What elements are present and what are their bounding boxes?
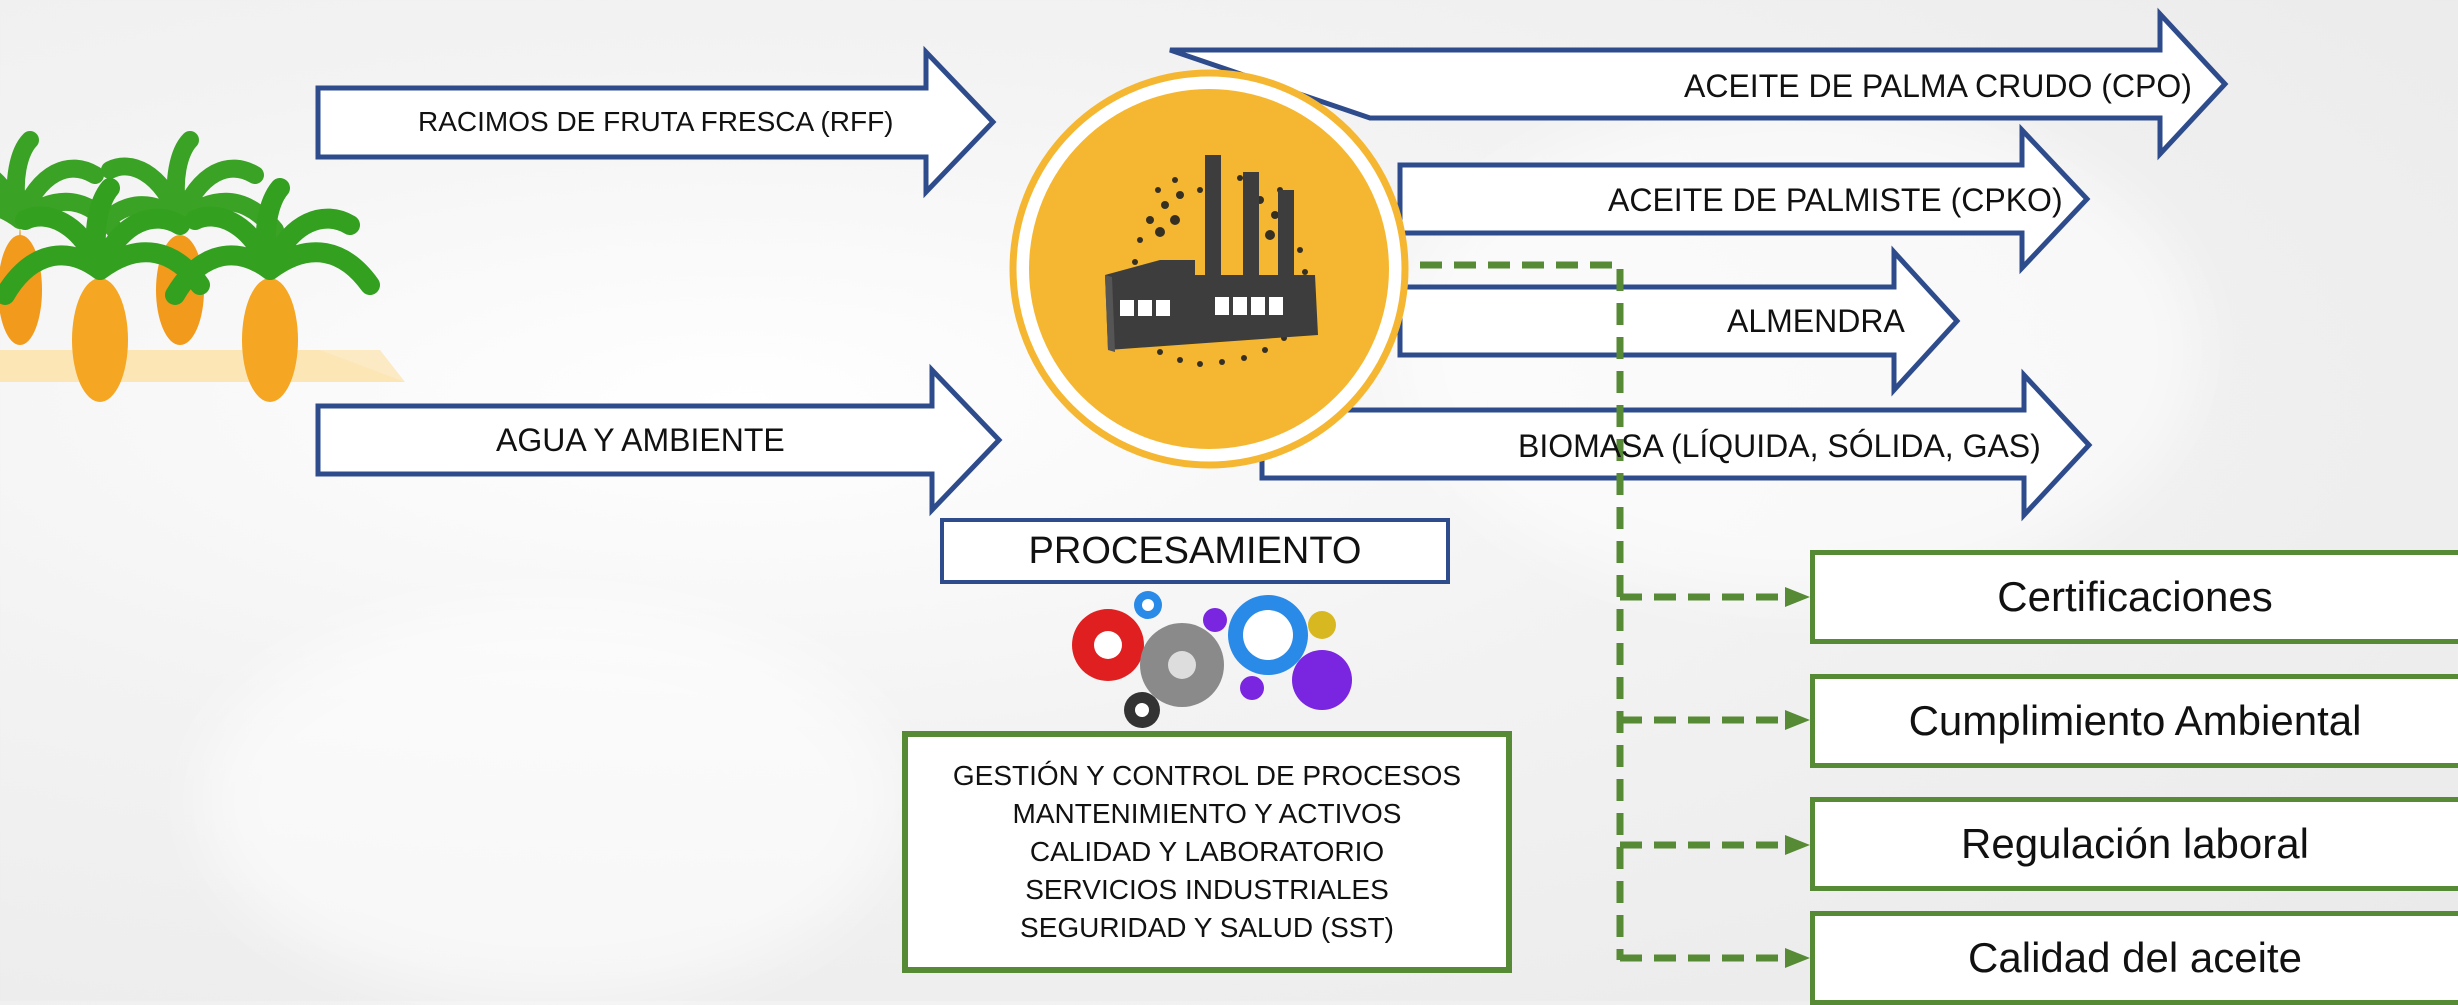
factory-icon (1105, 155, 1318, 352)
input-arrow-agua (315, 363, 1003, 517)
output-arrow-cpko (1397, 123, 2091, 275)
compliance-box-ambiental: Cumplimiento Ambiental (1810, 674, 2458, 768)
dashed-connectors (1420, 261, 1785, 962)
output-arrow-almendra (1397, 245, 1961, 397)
compliance-label: Regulación laboral (1961, 820, 2309, 867)
input-label-rff: RACIMOS DE FRUTA FRESCA (RFF) (418, 106, 894, 137)
compliance-box-laboral: Regulación laboral (1810, 797, 2458, 891)
output-arrow-biomasa (1259, 368, 2093, 522)
input-arrow-rff (315, 45, 997, 199)
output-label-almendra: ALMENDRA (1727, 303, 1905, 339)
compliance-label: Cumplimiento Ambiental (1908, 697, 2362, 744)
output-arrow-cpo (1169, 7, 2229, 161)
area-item: CALIDAD Y LABORATORIO (1029, 836, 1385, 867)
compliance-box-certificaciones: Certificaciones (1810, 550, 2458, 644)
area-item: MANTENIMIENTO Y ACTIVOS (1012, 798, 1402, 829)
compliance-label: Calidad del aceite (1968, 934, 2302, 981)
output-label-biomasa: BIOMASA (LÍQUIDA, SÓLIDA, GAS) (1518, 428, 2041, 464)
compliance-label: Certificaciones (1997, 573, 2273, 620)
processing-label: PROCESAMIENTO (1028, 529, 1362, 572)
compliance-box-calidad: Calidad del aceite (1810, 911, 2458, 1005)
area-item: SEGURIDAD Y SALUD (SST) (1020, 912, 1394, 943)
area-item: SERVICIOS INDUSTRIALES (1025, 874, 1389, 905)
processing-label-box: PROCESAMIENTO (940, 518, 1450, 584)
output-label-cpo: ACEITE DE PALMA CRUDO (CPO) (1684, 68, 2192, 104)
area-item: GESTIÓN Y CONTROL DE PROCESOS (952, 760, 1462, 791)
input-label-agua: AGUA Y AMBIENTE (496, 422, 785, 458)
palm-plantation-illustration (0, 131, 405, 402)
output-label-cpko: ACEITE DE PALMISTE (CPKO) (1608, 182, 2063, 218)
gears-icon (1072, 591, 1352, 728)
process-areas-box: GESTIÓN Y CONTROL DE PROCESOS MANTENIMIE… (902, 731, 1512, 973)
